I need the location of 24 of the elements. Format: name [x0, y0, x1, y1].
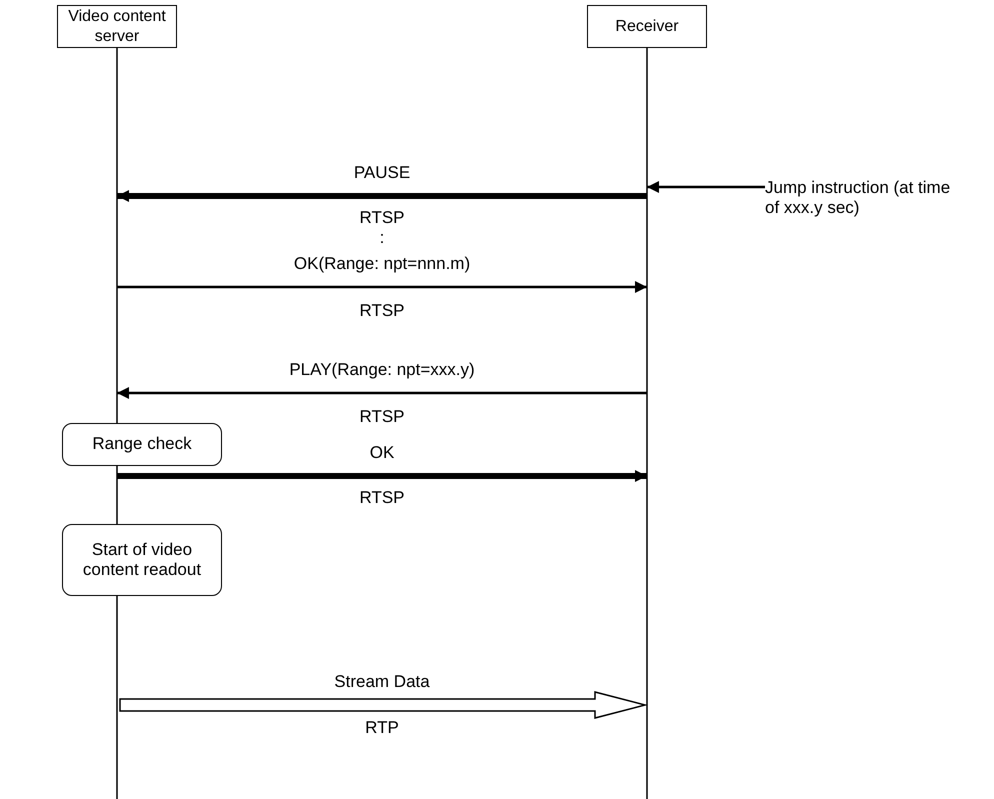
- edge-label: PAUSE: [354, 163, 410, 184]
- protocol-label: RTSP: [359, 301, 405, 322]
- protocol-label: RTSP: [359, 208, 405, 228]
- block-arrow: [119, 691, 648, 719]
- edge-label: OK(Range: npt=nnn.m): [294, 254, 470, 274]
- node-label: Video content server: [67, 7, 167, 46]
- process-box: [62, 524, 222, 596]
- edge-label: Stream Data: [334, 672, 430, 692]
- node-label: Range check: [92, 434, 192, 455]
- note-text: Jump instruction (at time of xxx.y sec): [765, 178, 952, 218]
- message-arrow: [117, 470, 647, 482]
- message-arrow: [117, 387, 647, 399]
- edge-label: OK: [370, 443, 394, 464]
- protocol-label: :: [380, 228, 384, 248]
- message-arrow: [117, 190, 647, 202]
- process-box: [62, 423, 222, 466]
- message-arrow: [647, 181, 765, 193]
- edge-label: PLAY(Range: npt=xxx.y): [289, 360, 475, 380]
- node-label: Start of video content readout: [82, 540, 202, 580]
- protocol-label: RTP: [365, 718, 399, 738]
- node-label: Receiver: [615, 16, 679, 36]
- protocol-label: RTSP: [359, 488, 405, 508]
- protocol-label: RTSP: [359, 407, 405, 428]
- message-arrow: [117, 281, 647, 293]
